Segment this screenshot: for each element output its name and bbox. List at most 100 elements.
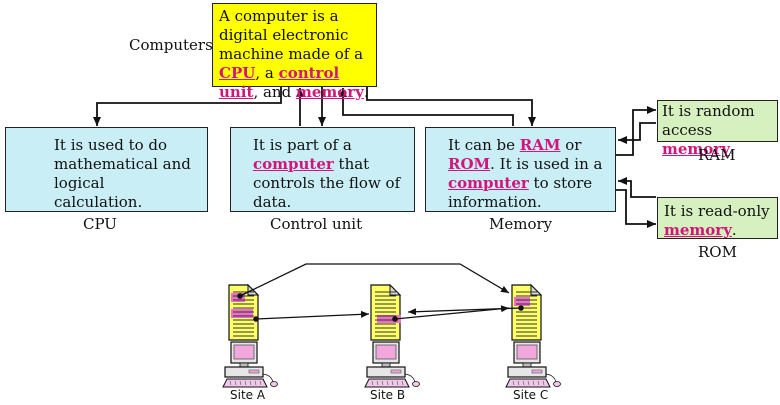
text-segment: . — [363, 83, 369, 101]
memory-box: It can be RAM or ROM. It is used in a co… — [425, 127, 616, 212]
site-a-label: Site A — [230, 388, 266, 402]
monitor-stand — [239, 362, 249, 368]
key-line — [381, 380, 384, 386]
hyperlink-keyword[interactable]: ROM — [448, 155, 491, 173]
hyperlink-keyword[interactable]: computer — [253, 155, 334, 173]
key-line — [391, 380, 394, 386]
text-segment: It is part of a — [253, 136, 352, 154]
monitor-screen — [375, 344, 397, 360]
text-segment: to store information. — [448, 174, 593, 211]
hyperlink-keyword[interactable]: memory — [295, 83, 364, 101]
site-b-group — [364, 283, 420, 388]
key-line — [254, 380, 257, 386]
key-line — [522, 380, 525, 386]
control-unit-box: It is part of a computer that controls t… — [230, 127, 415, 212]
key-line — [532, 380, 535, 386]
text-segment: . — [729, 140, 735, 158]
rom-caption: ROM — [698, 243, 737, 261]
highlighted-link-region — [514, 297, 530, 306]
site-b-label: Site B — [370, 388, 406, 402]
text-segment: or — [560, 136, 582, 154]
site-c-group — [505, 283, 561, 388]
control-unit-caption: Control unit — [270, 215, 363, 233]
arrow-ram-to-memory — [618, 122, 656, 144]
mouse-icon — [270, 381, 278, 387]
key-line — [517, 380, 520, 386]
text-segment: A computer is a digital electronic machi… — [219, 7, 364, 63]
anchor-dot — [237, 293, 243, 299]
ram-caption: RAM — [698, 146, 736, 164]
cpu-description: It is used to do mathematical and logica… — [54, 136, 197, 212]
computer-case-icon — [224, 366, 264, 378]
key-line — [396, 380, 399, 386]
key-line — [371, 380, 374, 386]
computer-case-icon — [507, 366, 547, 378]
link-a-to-b — [255, 310, 370, 320]
computers-label: Computers — [129, 36, 213, 54]
anchor-dot — [253, 316, 259, 322]
page-fold-icon — [389, 283, 402, 296]
page-fold-icon — [530, 283, 543, 296]
highlighted-link-region — [377, 315, 401, 323]
rom-description: It is read-only memory. — [664, 202, 777, 240]
arrow-memory-to-top — [339, 88, 514, 126]
link-c-to-b — [407, 307, 522, 316]
ram-description: It is random access memory. — [662, 102, 777, 159]
text-segment: It is read-only — [664, 202, 770, 220]
link-a-to-c — [239, 263, 510, 297]
arrow-top-to-memory — [366, 87, 536, 126]
memory-description: It can be RAM or ROM. It is used in a co… — [448, 136, 609, 212]
text-segment: , and — [253, 83, 296, 101]
hyperlink-keyword[interactable]: memory — [662, 140, 730, 158]
site-a-group — [222, 283, 278, 388]
text-segment: It can be — [448, 136, 520, 154]
drive-slot — [531, 369, 543, 374]
computer-definition-text: A computer is a digital electronic machi… — [219, 7, 370, 102]
key-line — [244, 380, 247, 386]
computer-definition-box: A computer is a digital electronic machi… — [212, 3, 377, 101]
ram-box: It is random access memory. — [657, 100, 778, 158]
hyperlink-keyword[interactable]: memory — [664, 221, 732, 239]
key-line — [537, 380, 540, 386]
arrow-to-cpu — [93, 87, 282, 126]
key-line — [249, 380, 252, 386]
monitor-stand — [522, 362, 532, 368]
text-segment: It is used to do mathematical and logica… — [54, 136, 191, 211]
text-segment: . — [731, 221, 737, 239]
highlighted-link-region — [231, 309, 253, 318]
key-line — [527, 380, 530, 386]
key-line — [376, 380, 379, 386]
drive-slot — [248, 369, 260, 374]
mouse-cable — [404, 373, 416, 383]
cpu-caption: CPU — [83, 215, 117, 233]
key-line — [234, 380, 237, 386]
hyperlink-keyword[interactable]: control unit — [219, 64, 340, 101]
key-line — [239, 380, 242, 386]
hyperlink-keyword[interactable]: CPU — [219, 64, 256, 82]
hyperlink-keyword[interactable]: computer — [448, 174, 529, 192]
mouse-cable — [262, 373, 274, 383]
memory-caption: Memory — [489, 215, 553, 233]
cpu-box: It is used to do mathematical and logica… — [5, 127, 208, 212]
key-line — [229, 380, 232, 386]
text-segment: It is random access — [662, 102, 755, 139]
key-line — [386, 380, 389, 386]
key-line — [259, 380, 262, 386]
anchor-dot — [392, 316, 398, 322]
link-b-to-c — [394, 305, 510, 320]
arrow-rom-to-memory — [618, 177, 656, 198]
rom-box: It is read-only memory. — [657, 197, 778, 239]
mouse-icon — [412, 381, 420, 387]
mouse-icon — [553, 381, 561, 387]
site-c-label: Site C — [513, 388, 549, 402]
mouse-cable — [545, 373, 557, 383]
key-line — [542, 380, 545, 386]
control-unit-description: It is part of a computer that controls t… — [253, 136, 406, 212]
hyperlink-keyword[interactable]: RAM — [519, 136, 561, 154]
monitor-stand — [381, 362, 391, 368]
monitor-screen — [233, 344, 255, 360]
drive-slot — [390, 369, 402, 374]
computer-case-icon — [366, 366, 406, 378]
arrow-memory-to-ram — [616, 106, 656, 156]
